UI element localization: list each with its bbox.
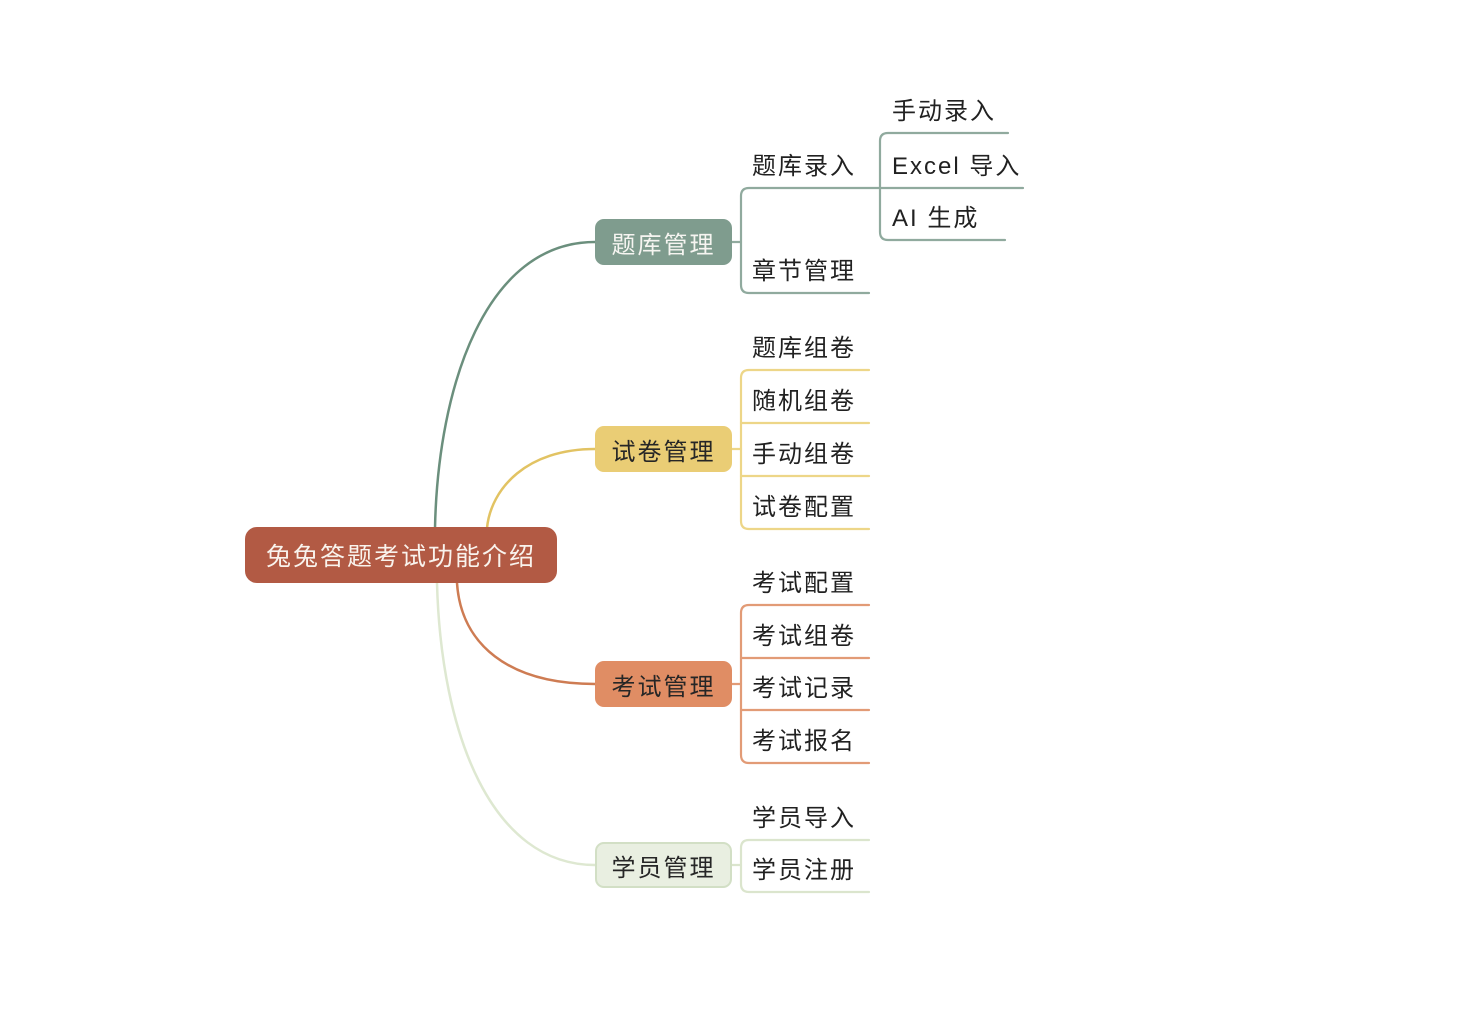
child-node-bank-compose[interactable]: 题库组卷 [752, 335, 856, 362]
tree-question-bank-children [739, 186, 882, 295]
curve-paper-management [485, 447, 597, 530]
child-node-exam-records[interactable]: 考试记录 [752, 675, 856, 702]
tree-question-entry-children [878, 131, 1010, 242]
curve-exam-management [455, 581, 597, 686]
child-node-excel-import[interactable]: Excel 导入 [892, 153, 1022, 180]
child-node-manual-entry[interactable]: 手动录入 [892, 98, 996, 125]
branch-node-label: 试卷管理 [611, 438, 716, 466]
branch-node-question-bank-management[interactable]: 题库管理 [595, 219, 732, 265]
child-node-exam-registration[interactable]: 考试报名 [752, 728, 856, 755]
child-node-manual-compose[interactable]: 手动组卷 [752, 441, 856, 468]
child-node-student-import[interactable]: 学员导入 [752, 805, 856, 832]
child-node-chapter-management[interactable]: 章节管理 [752, 258, 856, 285]
child-node-random-compose[interactable]: 随机组卷 [752, 388, 856, 415]
child-node-question-bank-entry[interactable]: 题库录入 [752, 153, 856, 180]
branch-node-label: 考试管理 [611, 673, 716, 701]
child-node-exam-config[interactable]: 考试配置 [752, 570, 856, 597]
branch-node-exam-management[interactable]: 考试管理 [595, 661, 732, 707]
tree-paper-children [739, 368, 871, 531]
root-node-course-intro[interactable]: 兔兔答题考试功能介绍 [245, 527, 557, 583]
branch-node-label: 学员管理 [611, 854, 716, 882]
curve-student-management [435, 581, 597, 867]
child-node-exam-compose[interactable]: 考试组卷 [752, 623, 856, 650]
branch-node-paper-management[interactable]: 试卷管理 [595, 426, 732, 472]
tree-student-children [739, 838, 871, 894]
child-node-student-register[interactable]: 学员注册 [752, 857, 856, 884]
child-node-ai-generate[interactable]: AI 生成 [892, 205, 980, 232]
root-node-label: 兔兔答题考试功能介绍 [265, 543, 536, 571]
child-node-paper-config[interactable]: 试卷配置 [752, 494, 856, 521]
branch-node-student-management[interactable]: 学员管理 [595, 842, 732, 888]
tree-exam-children [739, 603, 871, 765]
branch-node-label: 题库管理 [611, 231, 716, 259]
curve-question-bank-management [433, 240, 597, 530]
